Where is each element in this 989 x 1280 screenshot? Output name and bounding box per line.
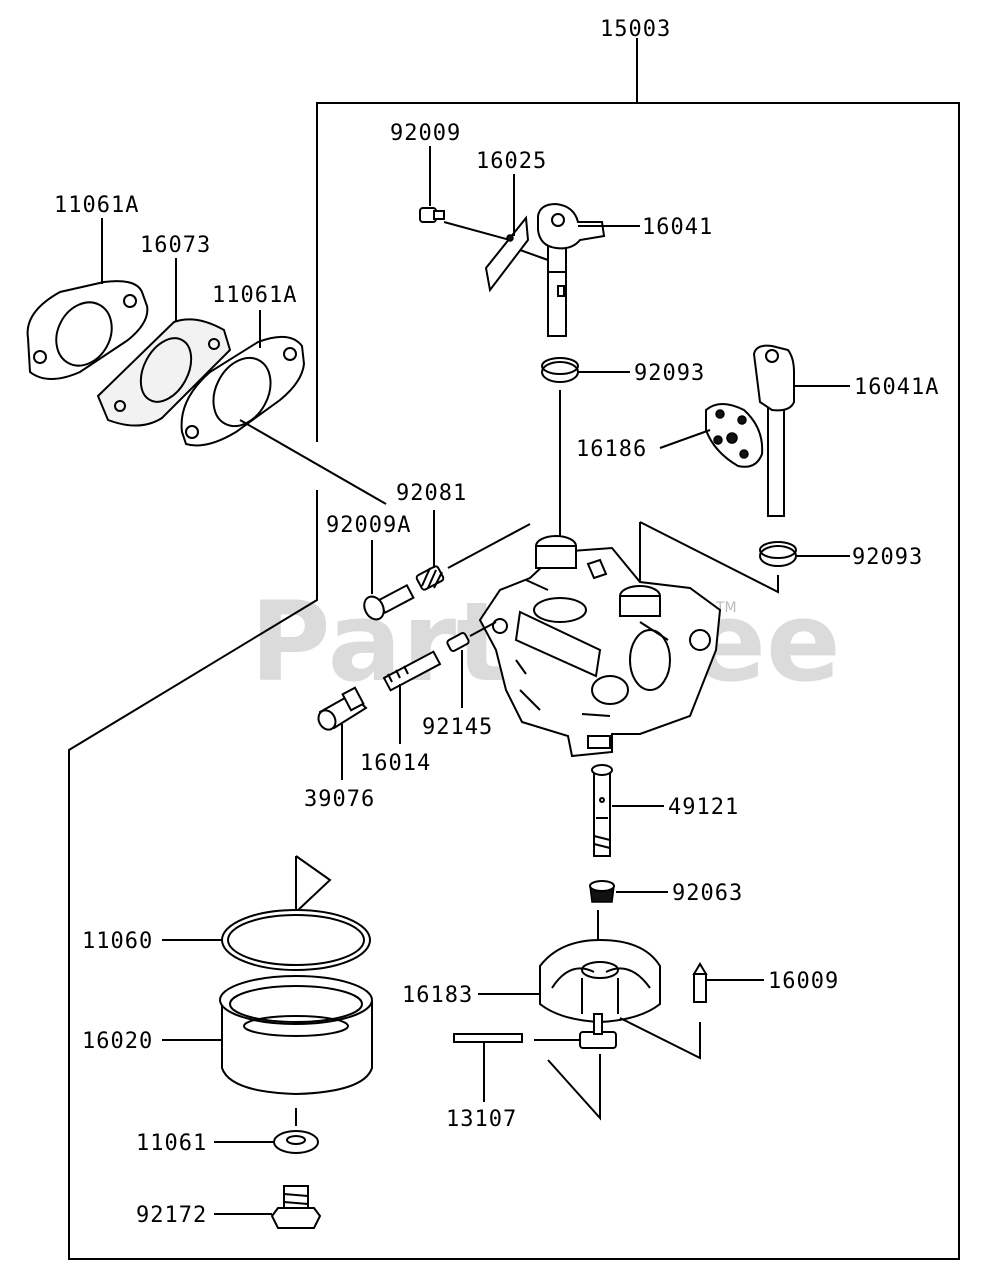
label-49121: 49121 xyxy=(668,795,739,820)
float-chamber-16020[interactable] xyxy=(219,975,373,1096)
label-16041: 16041 xyxy=(642,215,713,240)
assembly-boundary xyxy=(316,38,638,442)
cap-39076[interactable] xyxy=(315,686,368,733)
main-nozzle-49121[interactable] xyxy=(591,764,613,857)
label-11061a-left: 11061A xyxy=(54,193,139,218)
screw-92009a[interactable] xyxy=(360,583,415,623)
label-15003: 15003 xyxy=(600,17,671,42)
label-92145: 92145 xyxy=(422,715,493,740)
label-16183: 16183 xyxy=(402,983,473,1008)
seal-92093-lower[interactable] xyxy=(759,541,797,567)
pilot-jet-92145[interactable] xyxy=(446,632,470,652)
label-92081: 92081 xyxy=(396,481,467,506)
gasket-11061a-right[interactable] xyxy=(180,335,306,447)
float-needle-16009[interactable] xyxy=(692,962,708,1003)
label-92009a: 92009A xyxy=(326,513,411,538)
leader-choke-axis xyxy=(639,521,779,594)
label-92093-upper: 92093 xyxy=(634,361,705,386)
choke-shaft-16041a[interactable] xyxy=(752,344,795,517)
label-92172: 92172 xyxy=(136,1203,207,1228)
label-16025: 16025 xyxy=(476,149,547,174)
assembly-boundary-frame xyxy=(68,102,960,1260)
label-11060: 11060 xyxy=(82,929,153,954)
leader-pilot-jet-axis xyxy=(469,621,497,637)
label-13107: 13107 xyxy=(446,1107,517,1132)
choke-plate-16186[interactable] xyxy=(705,403,764,468)
gasket-11061a-left[interactable] xyxy=(26,280,149,380)
washer-11061[interactable] xyxy=(273,1130,319,1154)
label-16020: 16020 xyxy=(82,1029,153,1054)
float-16183[interactable] xyxy=(539,938,661,1049)
insulator-16073[interactable] xyxy=(96,318,232,427)
leader-lines xyxy=(101,146,850,1215)
label-11061: 11061 xyxy=(136,1131,207,1156)
screw-92009[interactable] xyxy=(419,207,445,223)
main-jet-92063[interactable] xyxy=(589,880,615,903)
spring-92081[interactable] xyxy=(415,565,445,591)
leader-needle-axis xyxy=(619,1017,701,1060)
seal-92093-upper[interactable] xyxy=(541,357,579,383)
leader-screw-92009 xyxy=(443,221,511,241)
throttle-shaft-16041[interactable] xyxy=(537,202,606,337)
label-92063: 92063 xyxy=(672,881,743,906)
leader-spring-axis xyxy=(447,523,531,569)
pin-13107[interactable] xyxy=(453,1033,523,1043)
leader-plate-axis xyxy=(519,249,549,261)
jet-holder-16014[interactable] xyxy=(382,650,442,692)
label-16014: 16014 xyxy=(360,751,431,776)
label-92093-lower: 92093 xyxy=(852,545,923,570)
o-ring-11060[interactable] xyxy=(221,909,371,971)
throttle-plate-16025[interactable] xyxy=(484,215,530,293)
carburetor-body[interactable] xyxy=(478,535,722,758)
leader-chamber-axis xyxy=(295,855,332,915)
bolt-92172[interactable] xyxy=(270,1185,322,1229)
label-11061a-right: 11061A xyxy=(212,283,297,308)
label-16041a: 16041A xyxy=(854,375,939,400)
label-92009: 92009 xyxy=(390,121,461,146)
label-16073: 16073 xyxy=(140,233,211,258)
label-16009: 16009 xyxy=(768,969,839,994)
label-16186: 16186 xyxy=(576,437,647,462)
leader-float-base xyxy=(547,1054,601,1121)
label-39076: 39076 xyxy=(304,787,375,812)
